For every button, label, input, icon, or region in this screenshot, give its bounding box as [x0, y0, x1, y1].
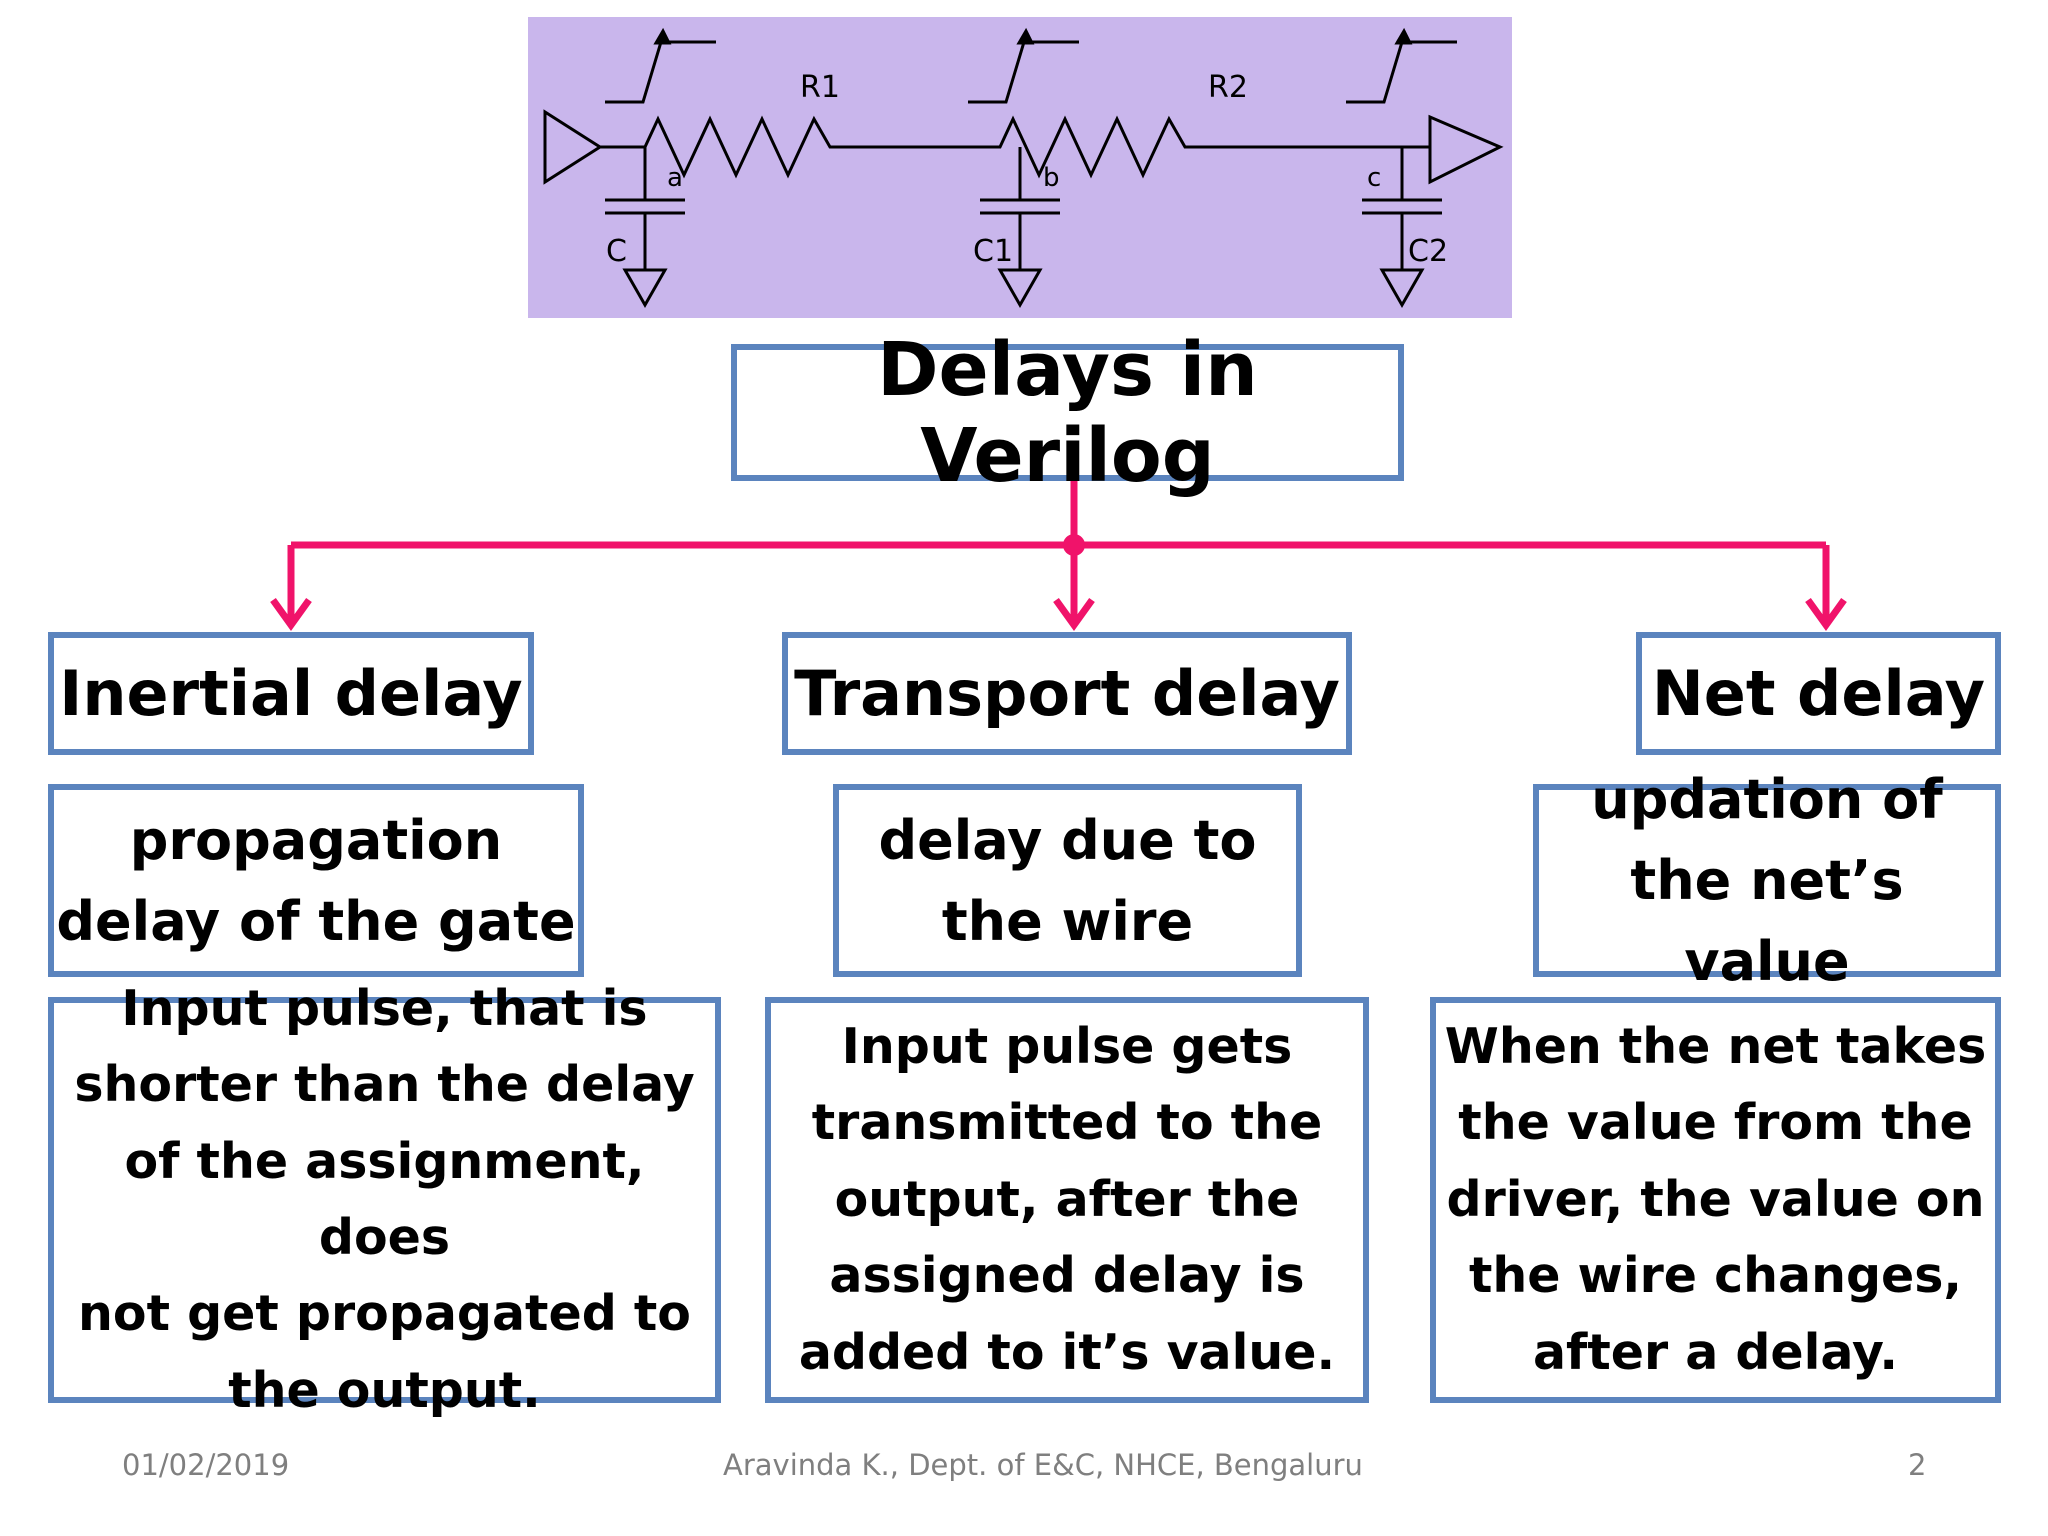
footer-page-number: 2 [1908, 1448, 1927, 1482]
label-cap-c: C [606, 234, 627, 269]
net-definition-line-1: updation of [1591, 768, 1943, 831]
net-description-line-5: after a delay. [1532, 1323, 1899, 1381]
inertial-delay-definition-box: propagation delay of the gate [48, 784, 584, 977]
footer-author: Aravinda K., Dept. of E&C, NHCE, Bengalu… [723, 1448, 1363, 1482]
transport-description-line-3: output, after the [834, 1170, 1300, 1228]
label-r1: R1 [800, 70, 840, 105]
transport-delay-heading: Transport delay [794, 657, 1340, 730]
net-delay-definition-box: updation of the net’s value [1533, 768, 2001, 993]
transport-description-line-5: added to it’s value. [798, 1323, 1336, 1381]
receiver-buffer-symbol [1428, 114, 1504, 185]
label-cap-c1: C1 [973, 234, 1013, 269]
driver-buffer-symbol [543, 109, 603, 185]
transport-description-line-2: transmitted to the [811, 1094, 1323, 1152]
inertial-description-line-2: shorter than the delay [74, 1056, 695, 1114]
waveform-step-icon-a [605, 27, 716, 104]
net-definition-line-2: the net’s value [1630, 849, 1904, 993]
label-node-c: c [1367, 163, 1381, 193]
transport-definition-line-1: delay due to [878, 808, 1257, 872]
arrowhead-inertial [270, 597, 312, 631]
inertial-definition-line-2: delay of the gate [56, 889, 576, 953]
capacitor-c1-symbol [980, 147, 1060, 309]
transport-definition-line-2: the wire [941, 889, 1194, 953]
label-r2: R2 [1208, 70, 1248, 105]
arrowhead-transport [1053, 597, 1095, 631]
inertial-delay-heading-box: Inertial delay [48, 632, 534, 755]
inertial-delay-description-box: Input pulse, that is shorter than the de… [48, 980, 721, 1419]
title-box: Delays in Verilog [731, 327, 1404, 499]
transport-delay-definition-box: delay due to the wire [833, 784, 1302, 977]
inertial-description-line-1: Input pulse, that is [121, 979, 648, 1037]
resistor-r1-symbol [600, 115, 960, 179]
inertial-description-line-5: the output. [228, 1361, 541, 1419]
page-title: Delays in Verilog [877, 326, 1258, 499]
inertial-description-line-3: of the assignment, does [124, 1132, 645, 1266]
footer-date: 01/02/2019 [122, 1448, 290, 1482]
net-delay-description-box: When the net takes the value from the dr… [1430, 997, 2001, 1403]
capacitor-c-symbol [605, 147, 685, 309]
net-delay-heading: Net delay [1651, 657, 1986, 730]
label-node-b: b [1043, 163, 1060, 193]
arrowhead-net [1805, 597, 1847, 631]
transport-delay-heading-box: Transport delay [782, 632, 1352, 755]
net-description-line-2: the value from the [1458, 1094, 1973, 1152]
inertial-delay-heading: Inertial delay [59, 657, 523, 730]
net-description-line-3: driver, the value on [1446, 1170, 1985, 1228]
rc-circuit-diagram: R1 R2 a b c C C1 C2 [528, 17, 1512, 318]
transport-description-line-4: assigned delay is [829, 1247, 1305, 1305]
label-node-a: a [667, 163, 683, 193]
capacitor-c2-symbol [1362, 147, 1442, 309]
transport-description-line-1: Input pulse gets [841, 1017, 1293, 1075]
net-description-line-1: When the net takes [1444, 1017, 1987, 1075]
net-description-line-4: the wire changes, [1468, 1247, 1963, 1305]
waveform-step-icon-b [968, 27, 1079, 104]
label-cap-c2: C2 [1408, 234, 1448, 269]
connector-junction-dot [1063, 534, 1085, 556]
transport-delay-description-box: Input pulse gets transmitted to the outp… [765, 997, 1369, 1403]
resistor-r2-symbol [960, 115, 1340, 179]
net-delay-heading-box: Net delay [1636, 632, 2001, 755]
waveform-step-icon-c [1346, 27, 1457, 104]
inertial-definition-line-1: propagation [129, 808, 503, 872]
inertial-description-line-4: not get propagated to [78, 1285, 691, 1343]
